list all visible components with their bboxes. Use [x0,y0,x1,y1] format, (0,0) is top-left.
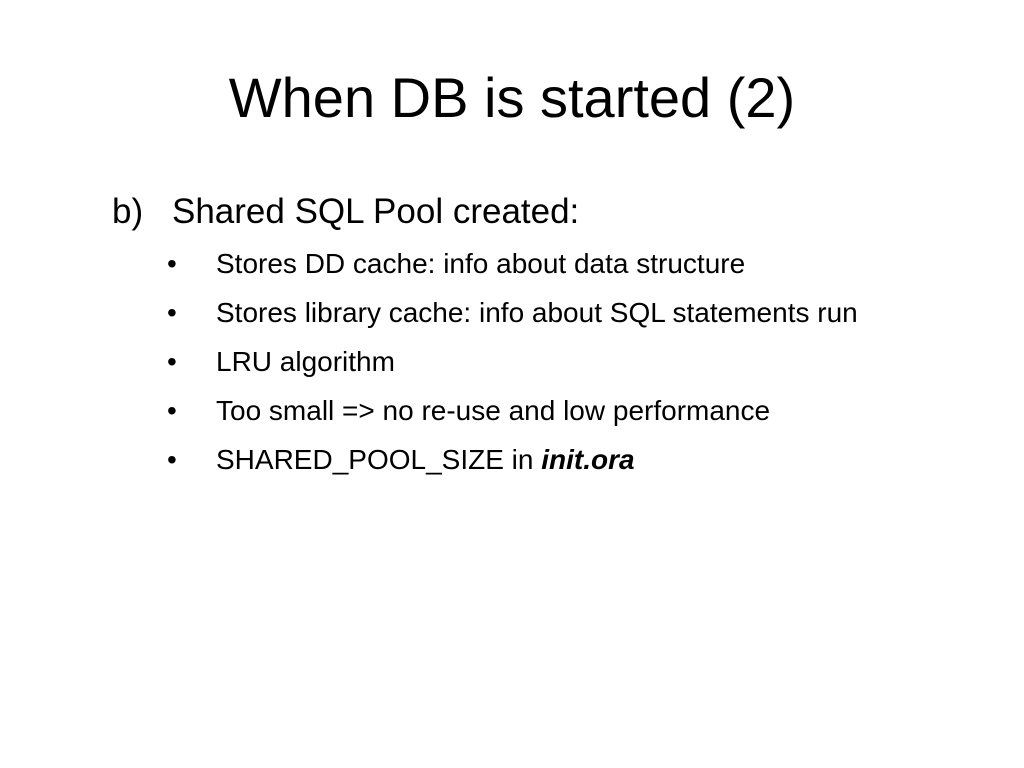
bullet-item: • Stores library cache: info about SQL s… [165,293,965,333]
bullet-text: Stores DD cache: info about data structu… [216,248,746,279]
config-filename: init.ora [541,444,635,475]
list-item-text: Shared SQL Pool created: [172,192,580,231]
bullet-icon: • [167,248,177,279]
bullet-item: • Stores DD cache: info about data struc… [165,244,965,284]
slide-title: When DB is started (2) [228,66,796,129]
bullet-text: Stores library cache: info about SQL sta… [216,297,858,328]
bullet-icon: • [167,297,177,328]
bullet-text: SHARED_POOL_SIZE in init.ora [216,440,946,480]
bullet-list: • Stores DD cache: info about data struc… [165,244,965,489]
bullet-item: • LRU algorithm [165,342,965,382]
bullet-text: Too small => no re-use and low performan… [216,395,771,426]
bullet-icon: • [167,346,177,377]
bullet-item: • Too small => no re-use and low perform… [165,391,965,431]
bullet-item: • SHARED_POOL_SIZE in init.ora [165,440,965,480]
bullet-text-plain: SHARED_POOL_SIZE in [216,444,542,475]
bullet-text: LRU algorithm [216,346,395,377]
bullet-icon: • [167,395,177,426]
bullet-icon: • [167,444,177,475]
list-marker: b) [112,192,144,231]
list-item-level1: b) Shared SQL Pool created: [112,190,972,234]
